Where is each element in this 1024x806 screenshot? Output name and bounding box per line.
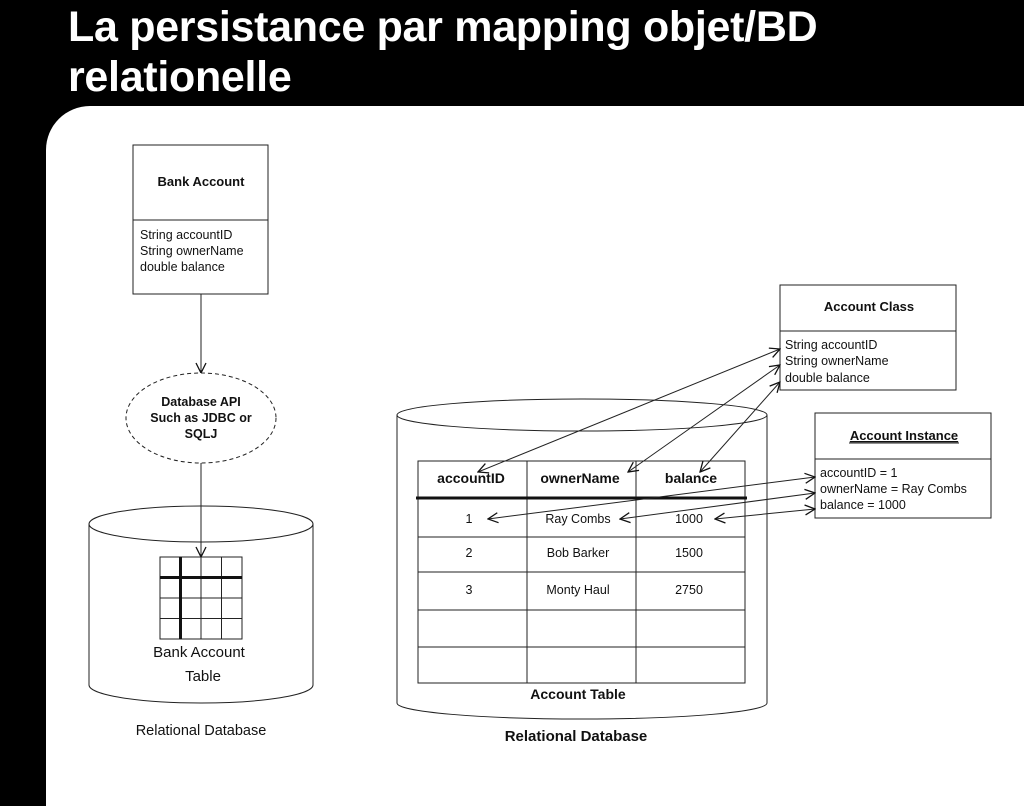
header-accountid: accountID (437, 470, 505, 486)
cell-r2-balance: 1500 (675, 546, 703, 560)
account-table-caption: Account Table (530, 686, 626, 702)
account-instance-attr-1: accountID = 1 (820, 466, 898, 480)
api-line-1: Database API (161, 395, 240, 409)
cell-r2-accountid: 2 (466, 546, 473, 560)
header-balance: balance (665, 470, 717, 486)
map-arrow-balance-column (700, 382, 780, 472)
account-instance-box: Account Instance accountID = 1 ownerName… (814, 412, 992, 519)
api-line-3: SQLJ (185, 427, 218, 441)
account-instance-attr-2: ownerName = Ray Combs (820, 482, 967, 496)
cell-r2-ownername: Bob Barker (547, 546, 610, 560)
cell-r1-ownername: Ray Combs (545, 512, 610, 526)
slide-title-line-1: La persistance par mapping objet/BD (68, 3, 818, 51)
slide-title: La persistance par mapping objet/BD rela… (68, 2, 818, 102)
map-arrow-balance-value (715, 509, 815, 519)
cell-r3-ownername: Monty Haul (546, 583, 609, 597)
left-relational-database-label: Relational Database (136, 723, 267, 739)
account-table: accountID ownerName balance 1 Ray Combs … (416, 460, 747, 684)
account-class-box: Account Class String accountID String ow… (779, 284, 957, 391)
bank-account-attr-1: String accountID (140, 228, 232, 242)
account-class-name: Account Class (824, 299, 914, 314)
account-instance-name: Account Instance (850, 428, 958, 443)
database-api-ellipse: Database API Such as JDBC or SQLJ (125, 372, 277, 464)
bank-account-attr-3: double balance (140, 260, 225, 274)
bank-account-class-name: Bank Account (158, 174, 246, 189)
cell-r1-accountid: 1 (466, 512, 473, 526)
account-class-attr-3: double balance (785, 371, 870, 385)
bank-account-table-label-2: Table (185, 668, 221, 685)
account-instance-attr-3: balance = 1000 (820, 498, 906, 512)
bank-account-class-box: Bank Account String accountID String own… (132, 144, 269, 295)
cell-r1-balance: 1000 (675, 512, 703, 526)
account-class-attr-2: String ownerName (785, 354, 889, 368)
account-class-attr-1: String accountID (785, 338, 877, 352)
mapping-diagram: Bank Account String accountID String own… (88, 144, 992, 745)
right-relational-database-label: Relational Database (505, 728, 648, 745)
bank-account-table-grid (159, 556, 243, 640)
slide-title-line-2: relationelle (68, 53, 292, 101)
bank-account-table-label-1: Bank Account (153, 644, 246, 661)
cell-r3-accountid: 3 (466, 583, 473, 597)
cell-r3-balance: 2750 (675, 583, 703, 597)
header-ownername: ownerName (540, 470, 620, 486)
bank-account-attr-2: String ownerName (140, 244, 244, 258)
api-line-2: Such as JDBC or (150, 411, 252, 425)
